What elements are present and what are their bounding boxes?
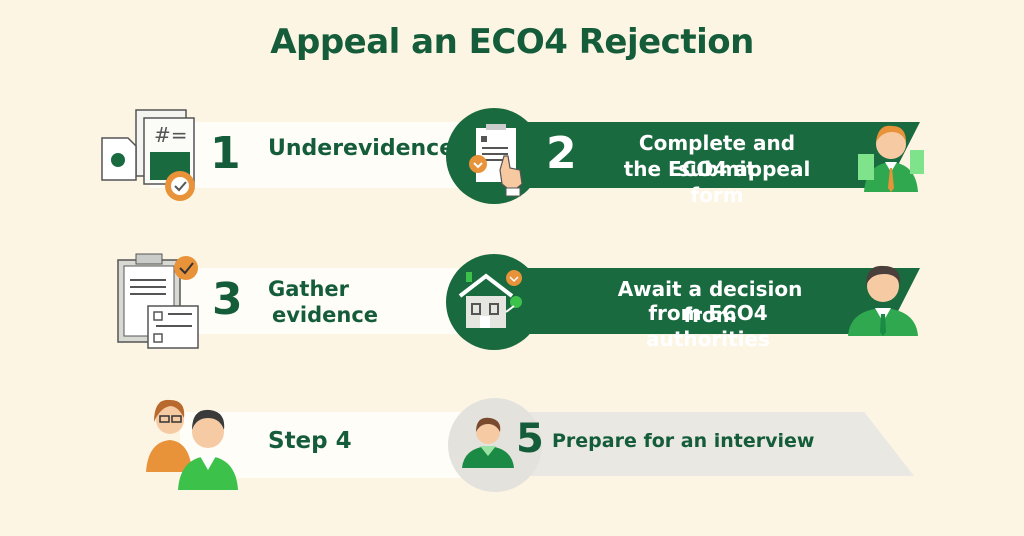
step-3-number: 3 [212,274,243,325]
step-3-label-line1: Gather [268,277,349,301]
svg-text:#=: #= [154,123,188,147]
step-1-band [150,122,470,188]
page-title: Appeal an ECO4 Rejection [270,22,754,62]
step-5-number: 5 [516,416,544,462]
await-decision-band [500,268,920,334]
step-4-label: Step 4 [268,428,352,454]
businessman-documents-icon [852,114,930,192]
clipboard-check-icon [116,250,206,350]
step-2-label-line1: Complete and submit [638,131,796,181]
step-3-label-line2: evidence [272,303,379,327]
await-decision-label-line2: from ECO4 authorities [646,301,770,351]
step-2-band [500,122,920,188]
house-location-icon [456,266,536,336]
step-5-band [500,412,914,476]
person-icon [460,414,516,470]
step-5-label: Prepare for an interview [552,430,815,452]
await-decision-label-line1: Await a decision from [617,277,803,327]
step-5-circle [448,398,542,492]
form-hand-icon [462,122,542,200]
documents-gear-icon: #= [98,108,203,206]
step-2-number: 2 [546,128,577,179]
official-icon [846,258,920,336]
people-pair-icon [144,392,244,490]
step-1-number: 1 [210,128,241,179]
step-2-label-line2: the ECO4 appeal form [623,157,811,207]
step-3-band [150,268,470,334]
step-1-label: Underevidence [268,136,455,161]
